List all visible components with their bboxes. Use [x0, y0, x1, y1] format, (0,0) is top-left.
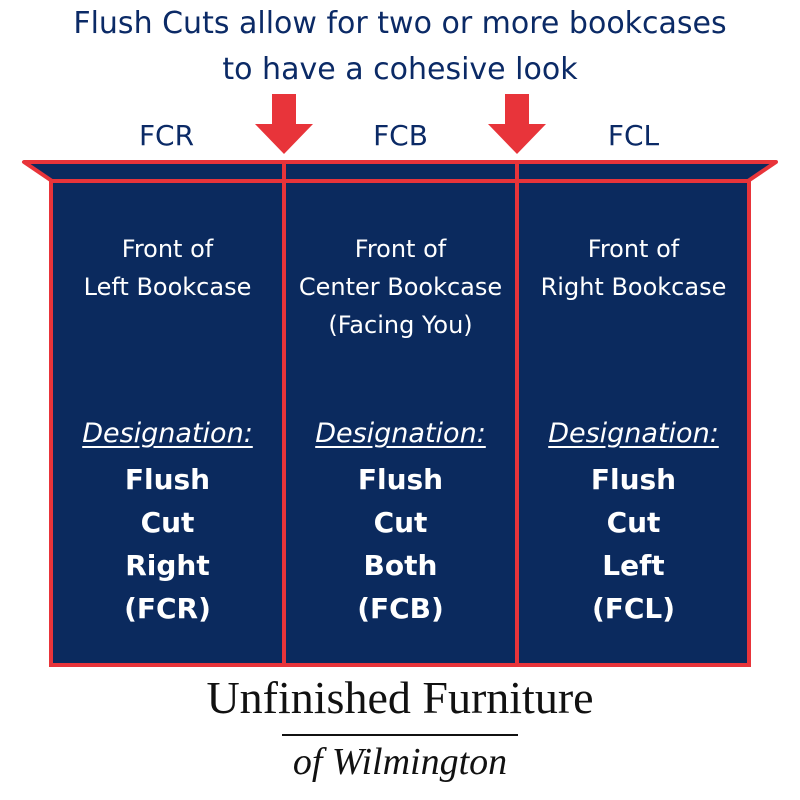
designation-value: Flush Cut Left (FCL): [590, 463, 677, 625]
designation-value: Flush Cut Right (FCR): [124, 463, 211, 625]
headline-line-1: Flush Cuts allow for two or more bookcas…: [73, 6, 727, 41]
panel-right: Front of Right Bookcase Designation: Flu…: [517, 180, 750, 665]
brand-name: Unfinished Furniture: [206, 672, 594, 723]
panel-center: Front of Center Bookcase (Facing You) De…: [284, 180, 517, 665]
bookcase-right: [515, 179, 751, 667]
bookcase-left: [49, 179, 286, 667]
bookcase-center: [282, 179, 519, 667]
designation-value: Flush Cut Both (FCB): [357, 463, 444, 625]
top-cap: [22, 160, 778, 183]
designation-label: Designation:: [82, 418, 253, 449]
panel-left: Front of Left Bookcase Designation: Flus…: [51, 180, 284, 665]
designation-label: Designation:: [315, 418, 486, 449]
arrow-down-icon: [255, 94, 313, 154]
code-label-right: FCL: [607, 119, 660, 152]
headline-line-2: to have a cohesive look: [222, 52, 578, 87]
designation-label: Designation:: [548, 418, 719, 449]
arrow-down-icon: [488, 94, 546, 154]
panel-front-text: Front of Right Bookcase: [540, 235, 727, 301]
code-label-center: FCB: [373, 119, 428, 152]
brand-divider: [282, 734, 518, 736]
panel-front-text: Front of Left Bookcase: [83, 235, 252, 301]
code-label-left: FCR: [138, 119, 195, 152]
panel-front-text: Front of Center Bookcase (Facing You): [298, 235, 503, 339]
brand-location: of Wilmington: [292, 741, 508, 783]
